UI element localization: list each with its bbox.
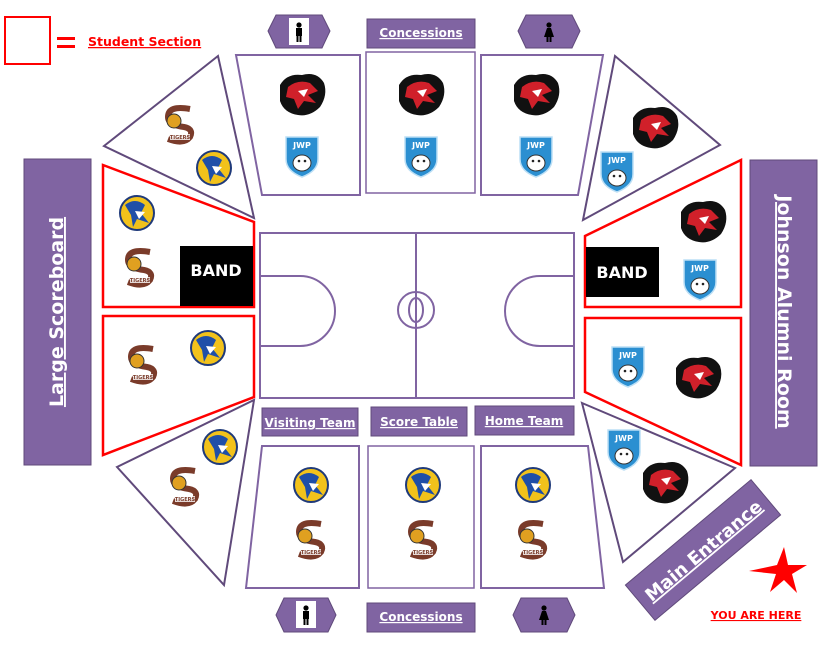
bottom-concessions-label: Concessions — [379, 610, 462, 624]
bluejay-logo — [405, 467, 441, 503]
section-bottom-center[interactable] — [367, 445, 475, 589]
score-table — [370, 406, 468, 437]
band-label-right: BAND — [596, 263, 647, 282]
score-table-label: Score Table — [380, 415, 458, 429]
jwp-logo — [404, 136, 438, 178]
bluejay-logo — [293, 467, 329, 503]
bluejay-logo — [190, 330, 226, 366]
legend-student-swatch — [4, 16, 51, 65]
jwp-logo — [285, 136, 319, 178]
johnson-alumni-room[interactable] — [749, 159, 818, 467]
visiting-team-label: Visiting Team — [265, 416, 356, 430]
visiting-team-bench — [261, 407, 359, 437]
band-area-right — [586, 247, 659, 297]
legend-label: Student Section — [88, 34, 201, 49]
bluejay-logo — [119, 195, 155, 231]
johnson-alumni-room-label: Johnson Alumni Room — [773, 193, 795, 428]
bottom-concessions[interactable] — [366, 602, 476, 633]
star-icon — [749, 547, 807, 593]
jwp-logo — [611, 346, 645, 388]
section-bottom-left[interactable] — [244, 445, 360, 589]
top-concessions[interactable] — [366, 18, 476, 49]
you-are-here-label: YOU ARE HERE — [710, 609, 802, 622]
home-team-label: Home Team — [485, 414, 563, 428]
section-top-center[interactable] — [365, 51, 476, 194]
top-concessions-label: Concessions — [379, 26, 462, 40]
bluejay-logo — [515, 467, 551, 503]
section-top-right[interactable] — [480, 54, 605, 196]
large-scoreboard — [23, 158, 92, 466]
bluejay-logo — [202, 429, 238, 465]
jwp-logo — [683, 259, 717, 301]
jwp-logo — [519, 136, 553, 178]
bluejay-logo — [196, 150, 232, 186]
legend-equals-icon — [57, 37, 75, 40]
jwp-logo — [600, 151, 634, 193]
band-area-left — [180, 246, 253, 306]
home-team-bench — [474, 405, 575, 436]
section-bottom-right[interactable] — [480, 445, 606, 589]
large-scoreboard-label: Large Scoreboard — [46, 217, 68, 407]
jwp-logo — [607, 429, 641, 471]
band-label-left: BAND — [190, 261, 241, 280]
basketball-court — [259, 232, 575, 399]
section-top-left[interactable] — [234, 54, 361, 196]
